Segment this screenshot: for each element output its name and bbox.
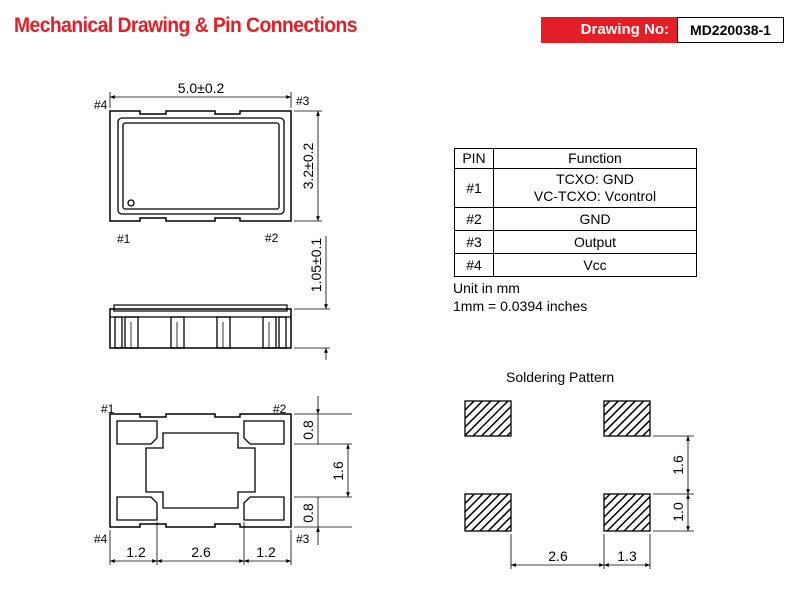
page-title: Mechanical Drawing & Pin Connections xyxy=(14,14,358,37)
side-thickness-dim: 1.05±0.1 xyxy=(308,238,324,293)
table-row: #2 GND xyxy=(454,207,697,231)
bottom-dim-middle: 2.6 xyxy=(191,544,211,560)
bottom-view xyxy=(109,396,352,565)
bottom-pin3-label: #3 xyxy=(296,532,310,546)
bottom-dim-left: 1.2 xyxy=(126,544,146,560)
unit-note: Unit in mm xyxy=(453,280,520,296)
table-row: #3 Output xyxy=(454,230,697,254)
bottom-dim-gap: 1.6 xyxy=(330,461,346,481)
table-header-function: Function xyxy=(493,148,697,169)
table-row: #1 TCXO: GND VC-TCXO: Vcontrol xyxy=(454,168,697,208)
solder-pad-top-right xyxy=(603,400,651,437)
solder-dim-pad-height: 1.0 xyxy=(670,502,686,522)
solder-dim-horizontal-gap: 2.6 xyxy=(548,548,568,564)
bottom-dim-top-pad: 0.8 xyxy=(300,420,316,440)
top-view xyxy=(109,92,322,222)
pin-cell: #3 xyxy=(454,230,494,254)
pin-function-table: PIN Function #1 TCXO: GND VC-TCXO: Vcont… xyxy=(454,148,697,277)
function-cell: Output xyxy=(493,230,697,254)
table-header-pin: PIN xyxy=(454,148,494,169)
solder-pad-top-left xyxy=(464,400,512,437)
soldering-pattern-title: Soldering Pattern xyxy=(506,369,615,385)
table-header-row: PIN Function xyxy=(454,148,697,169)
conversion-note: 1mm = 0.0394 inches xyxy=(453,298,588,314)
function-line: VC-TCXO: Vcontrol xyxy=(533,188,657,204)
function-cell: TCXO: GND VC-TCXO: Vcontrol xyxy=(493,168,697,208)
drawing-number-label: Drawing No: xyxy=(541,17,677,43)
top-width-dim: 5.0±0.2 xyxy=(178,80,225,96)
top-pin3-label: #3 xyxy=(296,94,310,108)
pin-cell: #1 xyxy=(454,168,494,208)
top-pin2-label: #2 xyxy=(265,231,279,245)
function-cell: Vcc xyxy=(493,253,697,277)
pin1-marker xyxy=(127,199,135,207)
bottom-pin2-label: #2 xyxy=(273,402,287,416)
solder-dim-pad-width: 1.3 xyxy=(617,548,637,564)
pin-cell: #4 xyxy=(454,253,494,277)
top-pin1-label: #1 xyxy=(117,232,131,246)
soldering-pattern xyxy=(464,400,694,569)
solder-pad-bottom-right xyxy=(603,493,651,532)
top-pin4-label: #4 xyxy=(94,98,108,112)
solder-pad-bottom-left xyxy=(464,493,512,532)
drawing-number-value: MD220038-1 xyxy=(677,17,784,43)
bottom-pin4-label: #4 xyxy=(94,532,108,546)
solder-dim-vertical-gap: 1.6 xyxy=(670,455,686,475)
table-row: #4 Vcc xyxy=(454,253,697,277)
bottom-pin1-label: #1 xyxy=(101,402,115,416)
bottom-dim-right: 1.2 xyxy=(256,544,276,560)
top-height-dim: 3.2±0.2 xyxy=(300,142,316,189)
function-cell: GND xyxy=(493,207,697,231)
side-view xyxy=(109,236,330,360)
function-line: TCXO: GND xyxy=(556,171,634,187)
bottom-dim-bottom-pad: 0.8 xyxy=(300,503,316,523)
pin-cell: #2 xyxy=(454,207,494,231)
